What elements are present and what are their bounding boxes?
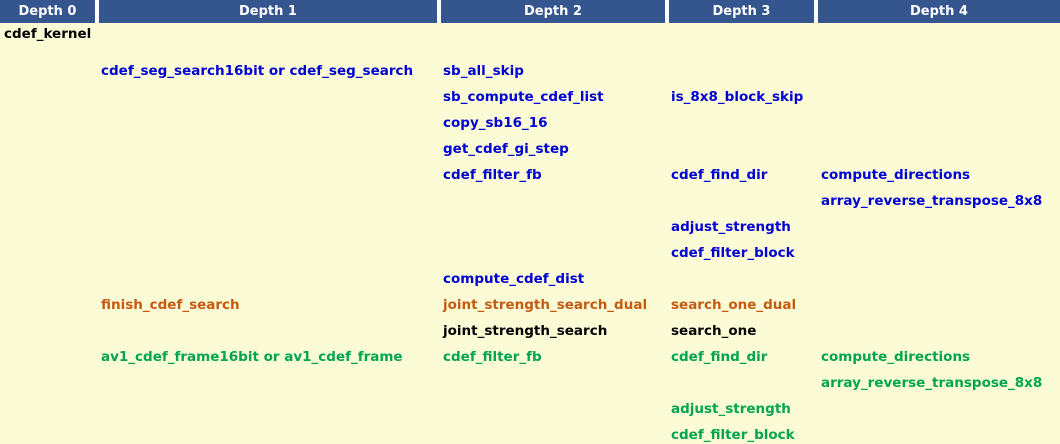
function-entry: av1_cdef_frame16bit or av1_cdef_frame xyxy=(101,349,403,365)
function-entry: cdef_kernel xyxy=(4,26,92,42)
function-entry: search_one_dual xyxy=(671,297,797,313)
function-entry: cdef_filter_fb xyxy=(443,349,542,365)
function-entry: cdef_filter_block xyxy=(671,427,795,443)
function-entry: get_cdef_gi_step xyxy=(443,141,569,157)
function-entry: cdef_filter_fb xyxy=(443,167,542,183)
table-body: cdef_kernel cdef_seg_search16bit or cdef_… xyxy=(0,23,1060,444)
function-entry: cdef_find_dir xyxy=(671,349,768,365)
function-entry: sb_all_skip xyxy=(443,63,524,79)
column-header-depth-4: Depth 4 xyxy=(818,0,1060,23)
function-entry: finish_cdef_search xyxy=(101,297,240,313)
column-header-depth-1: Depth 1 xyxy=(99,0,437,23)
table-header-row: Depth 0 Depth 1 Depth 2 Depth 3 Depth 4 xyxy=(0,0,1060,23)
column-header-depth-2: Depth 2 xyxy=(441,0,665,23)
function-entry: is_8x8_block_skip xyxy=(671,89,804,105)
function-entry: cdef_filter_block xyxy=(671,245,795,261)
function-entry: cdef_find_dir xyxy=(671,167,768,183)
column-header-depth-0: Depth 0 xyxy=(0,0,95,23)
function-entry: search_one xyxy=(671,323,757,339)
function-entry: array_reverse_transpose_8x8 xyxy=(821,193,1043,209)
function-entry: compute_directions xyxy=(821,167,971,183)
column-header-depth-3: Depth 3 xyxy=(669,0,814,23)
function-entry: joint_strength_search xyxy=(443,323,608,339)
function-entry: cdef_seg_search16bit or cdef_seg_search xyxy=(101,63,414,79)
function-entry: compute_directions xyxy=(821,349,971,365)
function-entry: compute_cdef_dist xyxy=(443,271,585,287)
function-entry: adjust_strength xyxy=(671,401,791,417)
function-entry: adjust_strength xyxy=(671,219,791,235)
function-entry: sb_compute_cdef_list xyxy=(443,89,604,105)
function-entry: copy_sb16_16 xyxy=(443,115,548,131)
function-entry: joint_strength_search_dual xyxy=(443,297,648,313)
function-entry: array_reverse_transpose_8x8 xyxy=(821,375,1043,391)
